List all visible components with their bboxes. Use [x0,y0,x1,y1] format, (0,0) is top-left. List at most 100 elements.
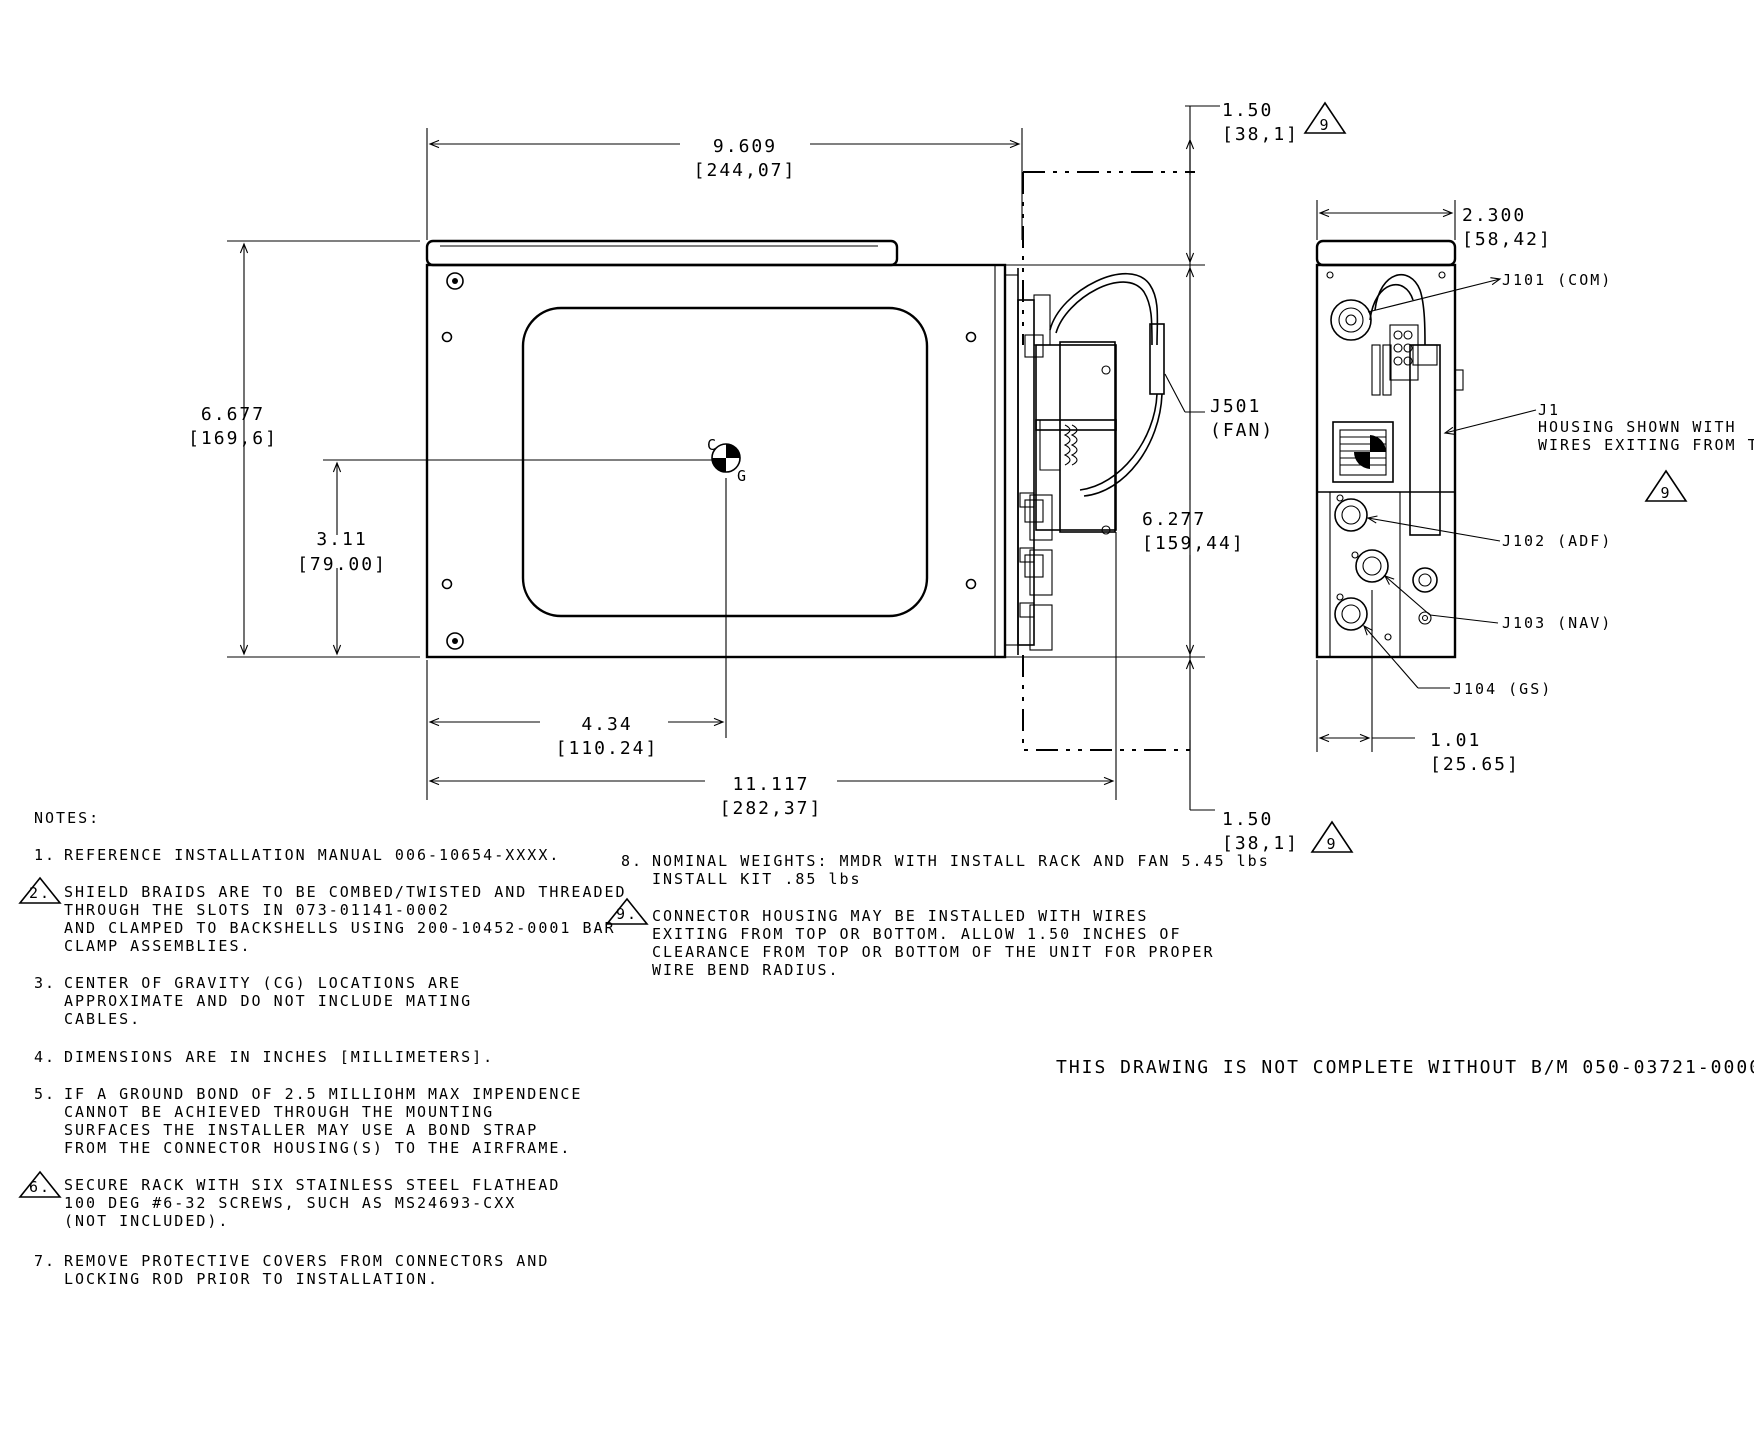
clearance-envelope [1022,171,1195,751]
svg-text:WIRE BEND RADIUS.: WIRE BEND RADIUS. [652,961,840,979]
handle-bar [425,239,899,267]
svg-text:REMOVE PROTECTIVE COVERS FROM: REMOVE PROTECTIVE COVERS FROM CONNECTORS… [64,1252,549,1270]
svg-text:NOMINAL WEIGHTS: MMDR WITH INS: NOMINAL WEIGHTS: MMDR WITH INSTALL RACK … [652,852,1270,870]
note-5: 5. IF A GROUND BOND OF 2.5 MILLIOHM MAX … [34,1085,582,1157]
flag-9-bottom: 9 [1310,820,1354,853]
j102-connector [1334,494,1368,532]
dim-overall-width-mm: [282,37] [720,798,823,819]
svg-text:CONNECTOR HOUSING MAY BE INSTA: CONNECTOR HOUSING MAY BE INSTALLED WITH … [652,907,1148,925]
callout-j501: J501 [1210,396,1261,417]
svg-text:AND CLAMPED TO BACKSHELLS USIN: AND CLAMPED TO BACKSHELLS USING 200-1045… [64,919,616,937]
footer-statement: THIS DRAWING IS NOT COMPLETE WITHOUT B/M… [1056,1057,1754,1078]
front-view: C G [425,171,1195,751]
j104-connector [1334,593,1392,641]
fan-grill [1332,421,1394,483]
callout-j101: J101 (COM) [1502,271,1612,289]
svg-text:4.: 4. [34,1048,56,1066]
flag-9-side: 9 [1644,469,1688,502]
svg-text:INSTALL KIT .85 lbs: INSTALL KIT .85 lbs [652,870,862,888]
dim-height-right-mm: [159,44] [1142,533,1245,554]
dim-width-top-mm: [244,07] [694,160,797,181]
note-8: 8. NOMINAL WEIGHTS: MMDR WITH INSTALL RA… [621,852,1270,888]
dim-clear-top-mm: [38,1] [1222,124,1299,145]
svg-text:LOCKING ROD PRIOR TO INSTALLAT: LOCKING ROD PRIOR TO INSTALLATION. [64,1270,439,1288]
svg-text:1.: 1. [34,846,56,864]
dim-cg-height: 3.11 [316,529,367,550]
dim-height-left-mm: [169,6] [188,428,278,449]
svg-text:CABLES.: CABLES. [64,1010,141,1028]
svg-text:3.: 3. [34,974,56,992]
svg-text:CENTER OF GRAVITY (CG) LOCATIO: CENTER OF GRAVITY (CG) LOCATIONS ARE [64,974,461,992]
svg-text:SURFACES THE INSTALLER MAY USE: SURFACES THE INSTALLER MAY USE A BOND ST… [64,1121,538,1139]
svg-text:2.: 2. [29,884,51,902]
callout-j1: J1 [1538,401,1560,419]
svg-text:REFERENCE INSTALLATION MANUAL: REFERENCE INSTALLATION MANUAL 006-10654-… [64,846,560,864]
note-4: 4. DIMENSIONS ARE IN INCHES [MILLIMETERS… [34,1048,494,1066]
svg-text:8.: 8. [621,852,643,870]
svg-text:APPROXIMATE AND DO NOT INCLUDE: APPROXIMATE AND DO NOT INCLUDE MATING [64,992,472,1010]
notes-block: NOTES: 1. REFERENCE INSTALLATION MANUAL … [18,809,1754,1288]
note-6: 6. SECURE RACK WITH SIX STAINLESS STEEL … [18,1170,560,1230]
svg-text:DIMENSIONS ARE IN INCHES [MILL: DIMENSIONS ARE IN INCHES [MILLIMETERS]. [64,1048,494,1066]
note-1: 1. REFERENCE INSTALLATION MANUAL 006-106… [34,846,560,864]
svg-text:CANNOT BE ACHIEVED THROUGH THE: CANNOT BE ACHIEVED THROUGH THE MOUNTING [64,1103,494,1121]
note-2: 2. SHIELD BRAIDS ARE TO BE COMBED/TWISTE… [18,876,627,955]
dim-side-offset-mm: [25.65] [1430,754,1520,775]
callout-j1-line3: WIRES EXITING FROM TOP [1538,436,1754,454]
svg-text:THROUGH THE SLOTS IN 073-01141: THROUGH THE SLOTS IN 073-01141-0002 [64,901,450,919]
screw-holes [441,272,977,650]
side-dimensions: 2.300 [58,42] 1.01 [25.65] J101 (COM) J1… [1316,200,1754,775]
svg-text:5.: 5. [34,1085,56,1103]
dim-clear-top: 1.50 [1222,100,1273,121]
svg-text:SECURE RACK WITH SIX STAINLESS: SECURE RACK WITH SIX STAINLESS STEEL FLA… [64,1176,560,1194]
svg-text:7.: 7. [34,1252,56,1270]
connector-plate [1017,273,1165,651]
callout-j102: J102 (ADF) [1502,532,1612,550]
j103-connector [1351,549,1389,583]
cg-letter-g: G [737,467,748,485]
dim-cg-width: 4.34 [581,714,632,735]
callout-j104: J104 (GS) [1453,680,1552,698]
svg-text:CLAMP ASSEMBLIES.: CLAMP ASSEMBLIES. [64,937,252,955]
svg-text:SHIELD BRAIDS ARE TO BE COMBED: SHIELD BRAIDS ARE TO BE COMBED/TWISTED A… [64,883,627,901]
dim-overall-width: 11.117 [732,774,809,795]
side-handle [1315,239,1457,267]
dim-clear-bottom: 1.50 [1222,809,1273,830]
notes-header: NOTES: [34,809,100,827]
svg-text:100 DEG #6-32 SCREWS, SUCH AS: 100 DEG #6-32 SCREWS, SUCH AS MS24693-CX… [64,1194,516,1212]
dim-height-right: 6.277 [1142,509,1206,530]
callout-j103: J103 (NAV) [1502,614,1612,632]
front-dimensions: 9.609 [244,07] 6.677 [169,6] 3.11 [79.00… [188,100,1354,854]
svg-text:9: 9 [1326,835,1337,853]
dim-cg-height-mm: [79.00] [297,554,387,575]
svg-text:FROM THE CONNECTOR HOUSING(S): FROM THE CONNECTOR HOUSING(S) TO THE AIR… [64,1139,571,1157]
note-7: 7. REMOVE PROTECTIVE COVERS FROM CONNECT… [34,1252,549,1288]
dim-clear-bottom-mm: [38,1] [1222,833,1299,854]
flag-9-top: 9 [1303,101,1347,134]
dim-cg-width-mm: [110.24] [556,738,659,759]
cg-marker: C G [707,436,748,485]
cg-letter-c: C [707,436,718,454]
svg-text:IF A GROUND BOND OF 2.5 MILLIO: IF A GROUND BOND OF 2.5 MILLIOHM MAX IMP… [64,1085,582,1103]
svg-text:9: 9 [1660,484,1671,502]
dim-side-width: 2.300 [1462,205,1526,226]
svg-text:6.: 6. [29,1178,51,1196]
inner-window [521,306,929,618]
dim-side-offset: 1.01 [1430,730,1481,751]
note-3: 3. CENTER OF GRAVITY (CG) LOCATIONS ARE … [34,974,472,1028]
callout-j501-fan: (FAN) [1210,420,1274,441]
j101-connector [1326,271,1446,341]
svg-text:CLEARANCE FROM TOP OR BOTTOM O: CLEARANCE FROM TOP OR BOTTOM OF THE UNIT… [652,943,1215,961]
svg-text:(NOT INCLUDED).: (NOT INCLUDED). [64,1212,229,1230]
callout-j1-line2: HOUSING SHOWN WITH [1538,418,1737,436]
side-housing-j1 [1409,344,1441,536]
note-9: 9. CONNECTOR HOUSING MAY BE INSTALLED WI… [605,897,1215,979]
svg-text:EXITING FROM TOP OR BOTTOM. AL: EXITING FROM TOP OR BOTTOM. ALLOW 1.50 I… [652,925,1181,943]
wire-bundle [1369,273,1426,396]
dim-side-width-mm: [58,42] [1462,229,1552,250]
dim-width-top: 9.609 [713,136,777,157]
dim-height-left: 6.677 [201,404,265,425]
svg-text:9.: 9. [616,905,638,923]
svg-text:9: 9 [1319,116,1330,134]
